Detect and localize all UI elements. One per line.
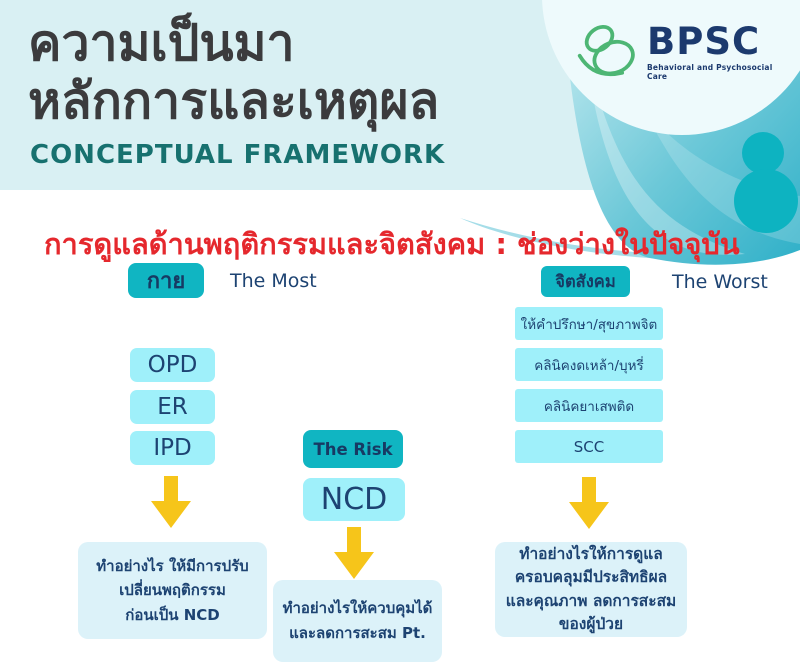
psychosocial-chip: จิตสังคม <box>541 266 630 297</box>
page-title-line2: หลักการและเหตุผล <box>28 72 440 130</box>
question-line: เปลี่ยนพฤติกรรม <box>119 581 226 600</box>
question-line: ทำอย่างไรให้การดูแล <box>519 545 663 563</box>
ncd-box: NCD <box>303 478 405 521</box>
question-line: ทำอย่างไรให้ควบคุมได้ <box>282 598 433 617</box>
question-line: และลดการสะสม Pt. <box>289 624 426 642</box>
logo-wordmark: BPSC <box>647 20 761 63</box>
logo-tagline: Behavioral and Psychosocial Care <box>647 63 773 81</box>
the-most-label: The Most <box>230 270 317 292</box>
logo-bubble <box>542 0 800 135</box>
butterfly-icon <box>577 24 635 77</box>
page-title-line1: ความเป็นมา <box>28 14 295 72</box>
question-line: และคุณภาพ ลดการสะสม <box>505 591 677 610</box>
service-box-counseling: ให้คำปรึกษา/สุขภาพจิต <box>515 307 663 340</box>
down-arrow-icon <box>334 527 374 579</box>
question-line: ทำอย่างไร ให้มีการปรับ <box>96 557 249 576</box>
risk-chip: The Risk <box>303 430 403 468</box>
person-silhouette-icon <box>734 132 798 233</box>
question-line: ก่อนเป็น NCD <box>125 605 220 624</box>
risk-question-box: ทำอย่างไรให้ควบคุมได้ และลดการสะสม Pt. <box>273 580 442 662</box>
conceptual-framework-subtitle: CONCEPTUAL FRAMEWORK <box>30 140 446 170</box>
corner-band-1 <box>585 40 745 255</box>
question-line: ของผู้ป่วย <box>558 614 624 633</box>
opd-box: OPD <box>130 348 215 382</box>
service-box-scc: SCC <box>515 430 663 463</box>
er-box: ER <box>130 390 215 424</box>
psychosocial-question-box: ทำอย่างไรให้การดูแล ครอบคลุมมีประสิทธิผล… <box>495 542 687 637</box>
bpsc-logo: BPSC Behavioral and Psychosocial Care <box>575 12 775 92</box>
service-box-alcohol-tobacco: คลินิคงดเหล้า/บุหรี่ <box>515 348 663 381</box>
down-arrow-icon <box>151 476 191 528</box>
ipd-box: IPD <box>130 431 215 465</box>
section-heading: การดูแลด้านพฤติกรรมและจิตสังคม : ช่องว่า… <box>44 227 740 261</box>
the-worst-label: The Worst <box>672 271 768 293</box>
down-arrow-icon <box>569 477 609 529</box>
physical-chip: กาย <box>128 263 204 298</box>
service-box-drug-clinic: คลินิคยาเสพติด <box>515 389 663 422</box>
question-line: ครอบคลุมมีประสิทธิผล <box>514 568 668 587</box>
physical-question-box: ทำอย่างไร ให้มีการปรับ เปลี่ยนพฤติกรรม ก… <box>78 542 267 639</box>
